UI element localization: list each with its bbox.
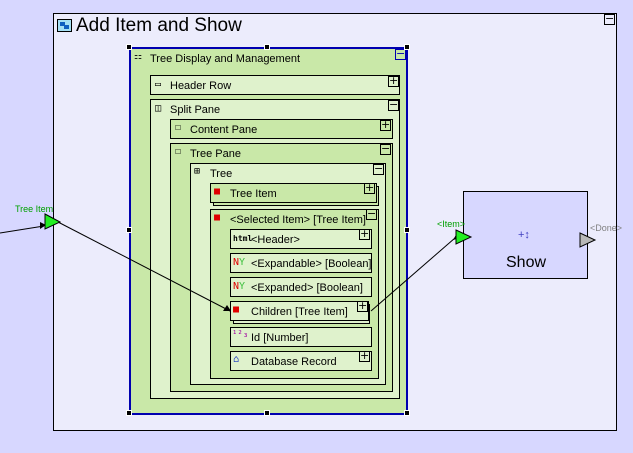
canvas-title: Add Item and Show: [76, 15, 242, 36]
split-pane-icon: ◫: [155, 103, 162, 114]
arrowhead: [40, 222, 46, 229]
tree-icon: ⊞: [194, 166, 201, 177]
tree-collapse-button[interactable]: −: [373, 162, 384, 175]
selection-handle[interactable]: [264, 44, 270, 50]
tree-item-expand-button[interactable]: +: [364, 181, 375, 194]
children-label: Children [Tree Item]: [251, 306, 348, 318]
split-pane-label: Split Pane: [170, 104, 221, 116]
header-row-node[interactable]: [150, 75, 400, 95]
tree-item-node[interactable]: [210, 183, 377, 203]
boolean-y: Y: [239, 281, 246, 292]
header-node[interactable]: [230, 229, 372, 249]
selected-item-label: <Selected Item> [Tree Item]: [230, 214, 366, 226]
arrowhead: [223, 305, 231, 311]
tree-item-icon: ■: [214, 212, 221, 223]
header-row-label: Header Row: [170, 80, 232, 92]
content-pane-expand-button[interactable]: +: [380, 118, 391, 131]
selection-handle[interactable]: [126, 410, 132, 416]
tree-display-title: Tree Display and Management: [150, 53, 301, 65]
tree-display-collapse-button[interactable]: −: [395, 47, 406, 60]
expandable-label: <Expandable> [Boolean]: [251, 258, 372, 270]
database-record-label: Database Record: [251, 356, 337, 368]
content-pane-label: Content Pane: [190, 124, 258, 136]
selected-item-collapse-button[interactable]: −: [366, 207, 377, 220]
boolean-n: N: [233, 257, 240, 268]
header-label: <Header>: [251, 234, 300, 246]
selection-handle[interactable]: [126, 227, 132, 233]
boolean-icon: NY: [233, 257, 245, 268]
id-node[interactable]: [230, 327, 372, 347]
wire-to-children: [57, 221, 231, 312]
content-pane-node[interactable]: [170, 119, 393, 139]
header-row-expand-button[interactable]: +: [388, 74, 399, 87]
show-block[interactable]: [463, 191, 588, 279]
children-expand-button[interactable]: +: [357, 299, 368, 312]
selection-handle[interactable]: [404, 410, 410, 416]
selection-handle[interactable]: [264, 410, 270, 416]
done-port-label: <Done>: [590, 223, 623, 233]
tree-pane-label: Tree Pane: [190, 148, 241, 160]
html-icon: html: [233, 234, 253, 243]
expanded-node[interactable]: [230, 277, 372, 297]
split-pane-collapse-button[interactable]: −: [388, 98, 399, 111]
database-icon: ⌂: [233, 354, 240, 365]
expanded-label: <Expanded> [Boolean]: [251, 282, 363, 294]
show-symbol-icon: +↕: [518, 229, 530, 241]
tree-item-label: Tree Item: [230, 188, 277, 200]
database-record-expand-button[interactable]: +: [359, 349, 370, 362]
wire-to-show: [370, 237, 456, 312]
item-port-label: <Item>: [437, 219, 466, 229]
database-record-node[interactable]: [230, 351, 372, 371]
boolean-icon: NY: [233, 281, 245, 292]
tree-label: Tree: [210, 168, 233, 180]
selection-handle[interactable]: [404, 227, 410, 233]
item-input-port[interactable]: [455, 229, 473, 245]
id-label: Id [Number]: [251, 332, 309, 344]
header-row-icon: ▭: [155, 79, 162, 90]
tree-item-icon: ■: [233, 304, 240, 315]
tree-item-icon: ■: [214, 186, 221, 197]
canvas-collapse-button[interactable]: −: [604, 12, 615, 25]
expandable-node[interactable]: [230, 253, 372, 273]
tree-item-port-label: Tree Item: [15, 204, 54, 214]
tree-item-input-port[interactable]: [44, 213, 62, 230]
wire-input: [0, 225, 45, 234]
tree-pane-collapse-button[interactable]: −: [380, 142, 391, 155]
boolean-n: N: [233, 281, 240, 292]
tree-pane-icon: ☐: [175, 146, 182, 157]
tree-display-icon: ⚏: [134, 52, 143, 62]
component-icon: [57, 19, 72, 32]
done-output-port[interactable]: [579, 232, 597, 248]
content-pane-icon: ☐: [175, 122, 182, 133]
selection-handle[interactable]: [126, 44, 132, 50]
show-label: Show: [506, 254, 547, 271]
boolean-y: Y: [239, 257, 246, 268]
number-icon: ¹²₃: [232, 330, 249, 340]
header-expand-button[interactable]: +: [359, 227, 370, 240]
selection-handle[interactable]: [404, 44, 410, 50]
